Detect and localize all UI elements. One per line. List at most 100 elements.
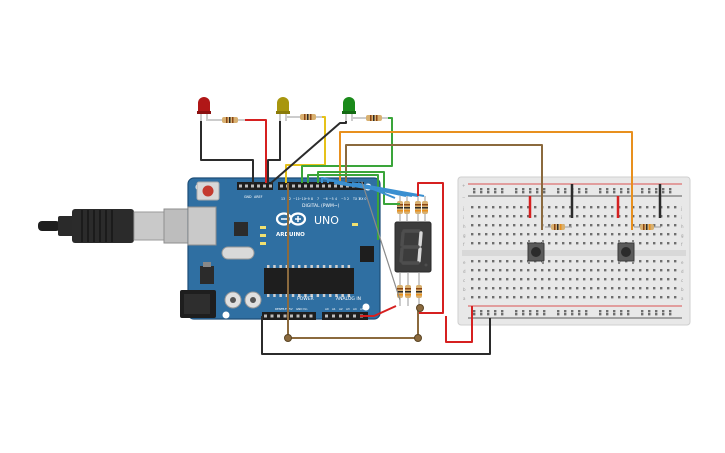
resistor[interactable] <box>397 272 403 306</box>
hole <box>536 310 539 313</box>
hole <box>653 278 656 281</box>
hole <box>522 191 525 194</box>
resistor[interactable] <box>397 196 403 222</box>
hole <box>263 184 266 188</box>
hole <box>639 278 642 281</box>
hole <box>543 188 546 191</box>
wire-blue-5[interactable] <box>357 182 396 199</box>
mount-hole <box>222 311 230 319</box>
wire-green-display-2[interactable] <box>317 171 400 205</box>
hole <box>334 184 337 188</box>
pin-label: ~11 <box>293 197 300 201</box>
arduino-uno-board[interactable]: UNO ARDUINO AREF GND 13 12 ~11 ~10 ~9 8 … <box>180 177 381 320</box>
bb-resistor-1[interactable] <box>545 224 572 230</box>
push-button-1[interactable] <box>527 240 545 264</box>
analog-header <box>322 312 368 320</box>
wire-bend-point[interactable] <box>416 304 424 312</box>
wire-orange-top[interactable] <box>339 131 633 230</box>
display-resistors-top[interactable] <box>397 196 428 222</box>
led-resistor-green[interactable] <box>353 115 388 121</box>
hole <box>646 260 649 263</box>
hole <box>562 269 565 272</box>
hole <box>471 269 474 272</box>
wire-black-gnd[interactable] <box>261 316 491 355</box>
hole <box>557 191 560 194</box>
bb-resistor-2[interactable] <box>634 224 661 230</box>
seven-segment-display[interactable] <box>394 221 432 273</box>
breadboard[interactable]: + − j i h g f e d c b a j i h g f e d c … <box>457 176 691 326</box>
pin-label: RX 0 <box>359 197 366 201</box>
hole <box>522 310 525 313</box>
hole <box>487 313 490 316</box>
resistor[interactable] <box>416 272 422 306</box>
hole <box>555 296 558 299</box>
hole <box>499 215 502 218</box>
pin-label: TX 1 <box>352 197 360 201</box>
hole <box>564 310 567 313</box>
hole <box>303 314 306 318</box>
wire-black-led-yellow[interactable] <box>267 121 281 183</box>
segment-b <box>418 231 423 247</box>
hole <box>478 242 481 245</box>
wires[interactable] <box>200 116 633 355</box>
pin-label: 4 <box>335 197 337 201</box>
hole <box>597 287 600 290</box>
wire-brown-top[interactable] <box>345 144 543 230</box>
display-segments <box>399 229 423 265</box>
hole <box>562 206 565 209</box>
hole <box>499 287 502 290</box>
hole <box>611 269 614 272</box>
wire-green-led[interactable] <box>301 117 393 183</box>
wire-bend-point[interactable] <box>284 334 292 342</box>
resistor[interactable] <box>415 196 421 222</box>
hole <box>527 287 530 290</box>
display-resistors-bottom[interactable] <box>397 272 422 306</box>
resistor[interactable] <box>404 196 410 222</box>
wire-black-led-red[interactable] <box>200 121 254 183</box>
hole <box>641 188 644 191</box>
wire-red-led[interactable] <box>245 119 267 183</box>
push-button-2[interactable] <box>617 240 635 264</box>
hole <box>267 294 270 297</box>
resistor[interactable] <box>405 272 411 306</box>
resistor[interactable] <box>422 196 428 222</box>
hole <box>597 233 600 236</box>
hole <box>583 233 586 236</box>
hole <box>478 233 481 236</box>
hole <box>653 287 656 290</box>
wire-brown-loop[interactable] <box>287 183 419 339</box>
wire-black-led-green[interactable] <box>270 121 347 184</box>
hole <box>513 278 516 281</box>
led-green[interactable] <box>342 97 356 121</box>
hole <box>501 313 504 316</box>
wire-green-display[interactable] <box>307 174 379 240</box>
wire-gray[interactable] <box>361 181 401 301</box>
wire-red-5v[interactable] <box>445 306 473 343</box>
reset-button-icon[interactable] <box>196 181 220 201</box>
hole <box>501 310 504 313</box>
wire-yellow-led[interactable] <box>285 116 326 183</box>
hole <box>569 242 572 245</box>
wire-bend-point[interactable] <box>414 334 422 342</box>
hole <box>534 206 537 209</box>
row-letter: b <box>681 287 684 292</box>
led-yellow[interactable] <box>276 97 290 121</box>
hole <box>520 206 523 209</box>
hole <box>548 260 551 263</box>
hole <box>620 188 623 191</box>
hole <box>667 242 670 245</box>
hole <box>646 278 649 281</box>
hole <box>583 215 586 218</box>
hole <box>674 287 677 290</box>
hole <box>487 310 490 313</box>
hole <box>499 278 502 281</box>
led-resistor-yellow[interactable] <box>287 114 322 120</box>
hole <box>604 242 607 245</box>
hole <box>499 269 502 272</box>
power-jack-icon[interactable] <box>180 290 216 318</box>
wire-red-analog[interactable] <box>360 305 397 317</box>
hole <box>576 233 579 236</box>
led-red[interactable] <box>197 97 211 121</box>
led-resistor-red[interactable] <box>208 117 246 123</box>
